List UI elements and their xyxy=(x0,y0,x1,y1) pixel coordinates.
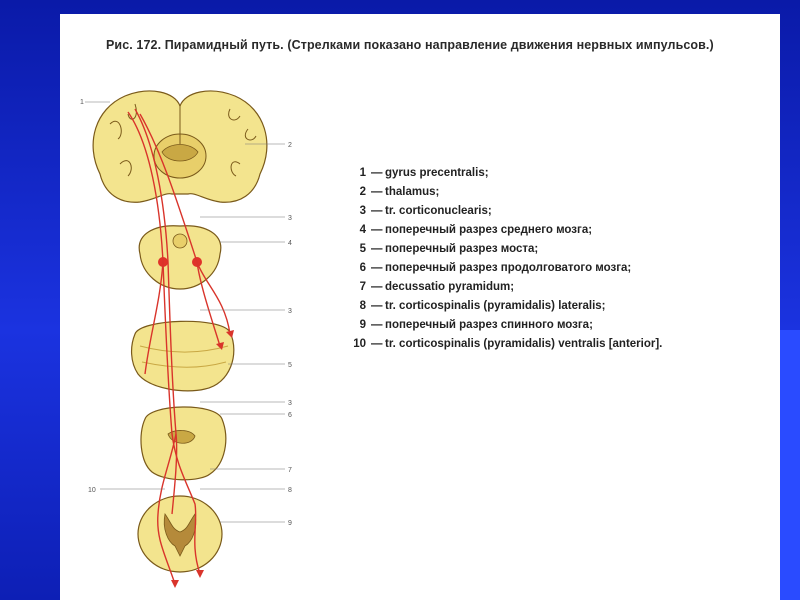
pyramidal-tract-illustration: 1 2 3 4 3 5 3 6 7 8 10 9 xyxy=(80,84,310,594)
legend-text: decussatio pyramidum; xyxy=(385,278,514,297)
legend-text: thalamus; xyxy=(385,183,439,202)
label-8: 8 xyxy=(288,487,292,494)
legend-number: 4 xyxy=(340,221,371,240)
legend-item: 8 — tr. corticospinalis (pyramidalis) la… xyxy=(340,297,770,316)
legend-dash: — xyxy=(371,183,385,202)
label-5: 5 xyxy=(288,362,292,369)
legend-dash: — xyxy=(371,164,385,183)
legend-text: поперечный разрез среднего мозга; xyxy=(385,221,592,240)
legend-text: поперечный разрез моста; xyxy=(385,240,538,259)
label-6: 6 xyxy=(288,412,292,419)
legend-item: 5 — поперечный разрез моста; xyxy=(340,240,770,259)
label-4: 4 xyxy=(288,240,292,247)
legend-text: tr. corticonuclearis; xyxy=(385,202,492,221)
label-3b: 3 xyxy=(288,308,292,315)
legend-number: 3 xyxy=(340,202,371,221)
legend-number: 5 xyxy=(340,240,371,259)
legend-number: 10 xyxy=(340,335,371,354)
legend-number: 7 xyxy=(340,278,371,297)
legend-item: 6 — поперечный разрез продолговатого моз… xyxy=(340,259,770,278)
legend-dash: — xyxy=(371,202,385,221)
legend-text: gyrus precentralis; xyxy=(385,164,489,183)
legend-text: tr. corticospinalis (pyramidalis) latera… xyxy=(385,297,606,316)
background-stripe xyxy=(780,330,800,600)
legend-text: поперечный разрез продолговатого мозга; xyxy=(385,259,631,278)
label-7: 7 xyxy=(288,467,292,474)
legend-item: 3 — tr. corticonuclearis; xyxy=(340,202,770,221)
label-3a: 3 xyxy=(288,215,292,222)
legend-number: 6 xyxy=(340,259,371,278)
pyramidal-tract-figure: 1 2 3 4 3 5 3 6 7 8 10 9 xyxy=(80,84,310,594)
label-1: 1 xyxy=(80,99,84,106)
midbrain-section xyxy=(139,226,221,289)
legend-text: tr. corticospinalis (pyramidalis) ventra… xyxy=(385,335,662,354)
legend-text: поперечный разрез спинного мозга; xyxy=(385,316,593,335)
label-10: 10 xyxy=(88,487,96,494)
legend-dash: — xyxy=(371,316,385,335)
pons-section xyxy=(132,321,234,391)
figure-legend: 1 — gyrus precentralis; 2 — thalamus; 3 … xyxy=(340,164,770,354)
legend-number: 2 xyxy=(340,183,371,202)
legend-number: 1 xyxy=(340,164,371,183)
legend-item: 4 — поперечный разрез среднего мозга; xyxy=(340,221,770,240)
spinal-cord-section xyxy=(138,496,222,572)
slide: Рис. 172. Пирамидный путь. (Стрелками по… xyxy=(60,14,780,600)
legend-dash: — xyxy=(371,278,385,297)
legend-item: 2 — thalamus; xyxy=(340,183,770,202)
brain-coronal-section xyxy=(93,91,267,202)
legend-dash: — xyxy=(371,259,385,278)
figure-caption: Рис. 172. Пирамидный путь. (Стрелками по… xyxy=(106,38,776,52)
label-9: 9 xyxy=(288,520,292,527)
label-3c: 3 xyxy=(288,400,292,407)
legend-number: 9 xyxy=(340,316,371,335)
legend-dash: — xyxy=(371,297,385,316)
label-2: 2 xyxy=(288,142,292,149)
legend-item: 9 — поперечный разрез спинного мозга; xyxy=(340,316,770,335)
legend-item: 7 — decussatio pyramidum; xyxy=(340,278,770,297)
legend-item: 1 — gyrus precentralis; xyxy=(340,164,770,183)
legend-number: 8 xyxy=(340,297,371,316)
legend-dash: — xyxy=(371,221,385,240)
legend-dash: — xyxy=(371,240,385,259)
legend-dash: — xyxy=(371,335,385,354)
legend-item: 10 — tr. corticospinalis (pyramidalis) v… xyxy=(340,335,770,354)
